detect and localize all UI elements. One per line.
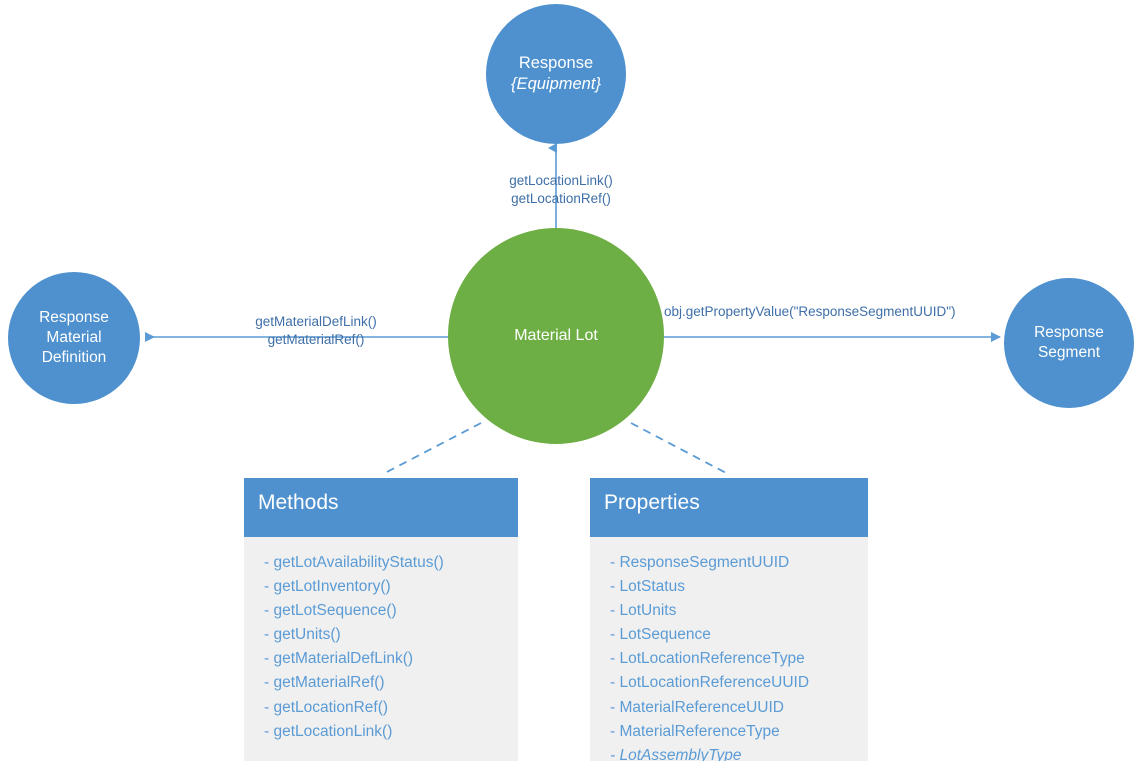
member-item: - LotLocationReferenceType bbox=[610, 650, 805, 668]
member-item: - LotLocationReferenceUUID bbox=[610, 674, 810, 692]
member-item: - MaterialReferenceType bbox=[610, 722, 780, 740]
node-response-segment-line2: Segment bbox=[1037, 344, 1101, 361]
member-item: - ResponseSegmentUUID bbox=[610, 554, 790, 571]
member-item: - getUnits() bbox=[264, 626, 341, 644]
node-response-segment[interactable]: Response Segment bbox=[1004, 278, 1134, 408]
methods-box-title: Methods bbox=[244, 478, 518, 537]
edge-label-to-response-segment: obj.getPropertyValue("ResponseSegmentUUI… bbox=[664, 303, 994, 321]
properties-box-title: Properties bbox=[590, 478, 868, 537]
edge-label-to-material-definition-line2: getMaterialRef() bbox=[267, 331, 365, 347]
node-response-material-definition-line1: Response bbox=[39, 308, 109, 326]
properties-box: Properties - ResponseSegmentUUID - LotSta… bbox=[590, 478, 868, 761]
member-item: - getMaterialDefLink() bbox=[264, 650, 414, 668]
member-item: - getLotAvailabilityStatus() bbox=[264, 554, 444, 571]
node-response-material-definition-line3: Definition bbox=[41, 349, 107, 367]
edge-label-to-equipment-line1: getLocationLink() bbox=[509, 173, 613, 188]
member-item: - LotUnits bbox=[610, 602, 677, 620]
node-material-lot[interactable]: Material Lot bbox=[448, 228, 664, 444]
edge-dashed-to-properties bbox=[630, 422, 729, 475]
member-item: - getLotInventory() bbox=[264, 578, 391, 596]
properties-box-member-list: - ResponseSegmentUUID - LotStatus - LotUni… bbox=[590, 537, 868, 761]
edge-label-to-equipment: getLocationLink() getLocationRef() bbox=[466, 172, 656, 208]
edge-label-to-equipment-line2: getLocationRef() bbox=[511, 190, 611, 206]
member-item: - LotSequence bbox=[610, 626, 711, 644]
member-item: - getLocationLink() bbox=[264, 722, 393, 740]
node-response-material-definition[interactable]: Response Material Definition bbox=[8, 272, 140, 404]
edge-dashed-to-methods bbox=[382, 422, 482, 475]
node-response-equipment-line1: Response bbox=[518, 53, 594, 72]
edge-label-to-response-segment-line1: obj.getPropertyValue("ResponseSegmentUUI… bbox=[664, 304, 956, 319]
node-response-equipment-line2: {Equipment} bbox=[511, 75, 601, 93]
methods-box-member-list: - getLotAvailabilityStatus() - getLotInve… bbox=[244, 537, 518, 761]
member-item: - MaterialReferenceUUID bbox=[610, 698, 784, 716]
member-item: - getLotSequence() bbox=[264, 602, 397, 620]
node-material-lot-label: Material Lot bbox=[514, 326, 598, 344]
node-response-material-definition-line2: Material bbox=[46, 328, 102, 346]
node-response-equipment[interactable]: Response {Equipment} bbox=[486, 4, 626, 144]
edge-label-to-material-definition: getMaterialDefLink() getMaterialRef() bbox=[218, 313, 414, 349]
edge-label-to-material-definition-line1: getMaterialDefLink() bbox=[255, 314, 377, 329]
member-item: - getLocationRef() bbox=[264, 698, 389, 716]
member-item: - LotAssemblyType bbox=[610, 746, 742, 761]
methods-box: Methods - getLotAvailabilityStatus()- ge… bbox=[244, 478, 518, 761]
node-response-segment-line1: Response bbox=[1034, 323, 1104, 341]
member-item: - getMaterialRef() bbox=[264, 674, 385, 692]
member-item: - LotStatus bbox=[610, 578, 685, 596]
